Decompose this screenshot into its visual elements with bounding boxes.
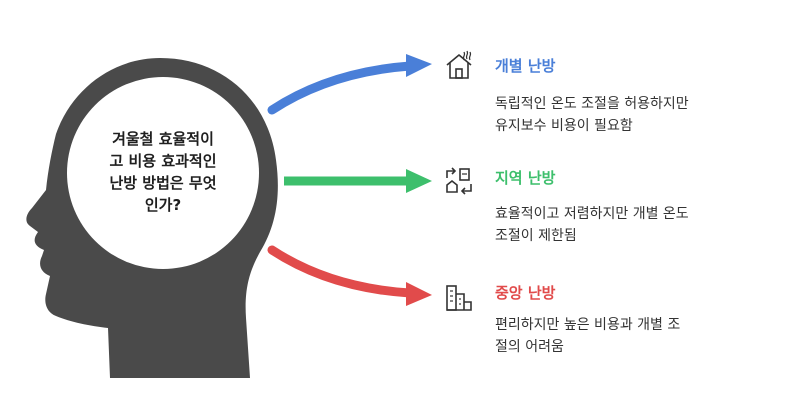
arrowhead-district <box>406 169 432 193</box>
arrow-central <box>267 245 415 298</box>
option-desc-district: 효율적이고 저렴하지만 개별 온도 조절이 제한됨 <box>495 206 689 244</box>
house-heat-icon <box>446 50 472 79</box>
option-title-district: 지역 난방 <box>495 169 556 187</box>
central-question: 겨울철 효율적이 고 비용 효과적인 난방 방법은 무엇 인가? <box>109 130 217 214</box>
option-desc-individual: 독립적인 온도 조절을 허용하지만 유지보수 비용이 필요함 <box>495 96 689 134</box>
option-title-central: 중앙 난방 <box>495 284 556 302</box>
arrowhead-central <box>406 282 432 306</box>
building-icon <box>446 285 472 311</box>
district-exchange-icon <box>446 167 472 195</box>
option-title-individual: 개별 난방 <box>495 57 556 75</box>
arrowhead-individual <box>406 54 432 77</box>
arrow-individual <box>267 61 415 115</box>
head-circle <box>67 77 259 269</box>
option-desc-central: 편리하지만 높은 비용과 개별 조 절의 어려움 <box>495 317 681 355</box>
